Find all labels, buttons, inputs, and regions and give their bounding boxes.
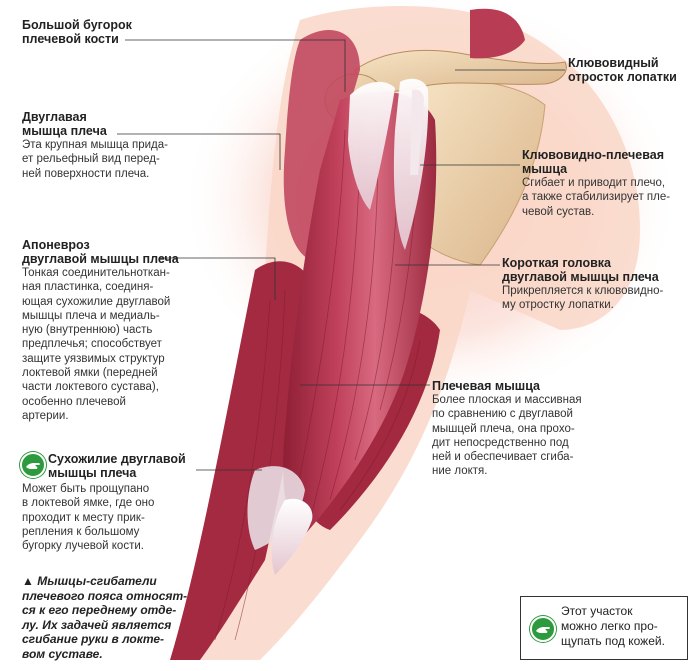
- label-biceps: Двуглавая мышца плеча Эта крупная мышца …: [22, 110, 168, 181]
- label-title: Сухожилие двуглавой мышцы плеча: [48, 452, 186, 480]
- label-title: Клювовидный отросток лопатки: [568, 56, 677, 84]
- distal-biceps-tendon: [271, 498, 313, 575]
- label-title: Апоневроз двуглавой мышцы плеча: [22, 238, 179, 266]
- label-biceps-tendon: Сухожилие двуглавой мышцы плеча: [48, 452, 186, 480]
- aponeurosis: [247, 466, 305, 550]
- legend-box: Этот участок можно легко про- щупать под…: [520, 596, 688, 660]
- label-greater-tubercle: Большой бугорок плечевой кости: [22, 18, 132, 46]
- figure-caption: ▲ Мышцы-сгибатели плечевого пояса относя…: [22, 574, 188, 661]
- label-biceps-tendon-desc: Может быть прощупано в локтевой ямке, гд…: [22, 482, 154, 553]
- label-coracobrachialis: Клювовидно-плечевая мышца Сгибает и прив…: [522, 148, 670, 219]
- label-coracoid-process: Клювовидный отросток лопатки: [568, 56, 677, 84]
- label-description: Тонкая соединительноткан- ная пластинка,…: [22, 267, 171, 422]
- label-description: Более плоская и массивная по сравнению с…: [432, 394, 582, 478]
- label-brachialis: Плечевая мышца Более плоская и массивная…: [432, 379, 582, 479]
- label-short-head: Короткая головка двуглавой мышцы плеча П…: [502, 256, 663, 313]
- label-aponeurosis: Апоневроз двуглавой мышцы плеча Тонкая с…: [22, 238, 179, 423]
- deltoid-muscle: [283, 30, 360, 260]
- label-title: Двуглавая мышца плеча: [22, 110, 107, 138]
- label-description: Эта крупная мышца прида- ет рельефный ви…: [22, 139, 168, 180]
- label-title: Клювовидно-плечевая мышца: [522, 148, 664, 176]
- label-description: Прикрепляется к клювовидно- му отростку …: [502, 285, 664, 312]
- label-title: Плечевая мышца: [432, 379, 540, 393]
- triceps-muscle: [170, 261, 310, 660]
- touch-hand-icon: [530, 616, 556, 642]
- label-title: Большой бугорок плечевой кости: [22, 18, 132, 46]
- biceps-long-head-tendon: [348, 81, 395, 210]
- label-description: Сгибает и приводит плечо, а также стабил…: [522, 177, 671, 218]
- trapezius-muscle: [470, 8, 525, 59]
- label-description: Может быть прощупано в локтевой ямке, гд…: [22, 483, 155, 553]
- coracobrachialis-tendon: [410, 89, 424, 175]
- leader-lines: [117, 39, 565, 471]
- touch-hand-icon: [20, 452, 46, 478]
- legend-text: Этот участок можно легко про- щупать под…: [561, 604, 665, 648]
- label-title: Короткая головка двуглавой мышцы плеча: [502, 256, 659, 284]
